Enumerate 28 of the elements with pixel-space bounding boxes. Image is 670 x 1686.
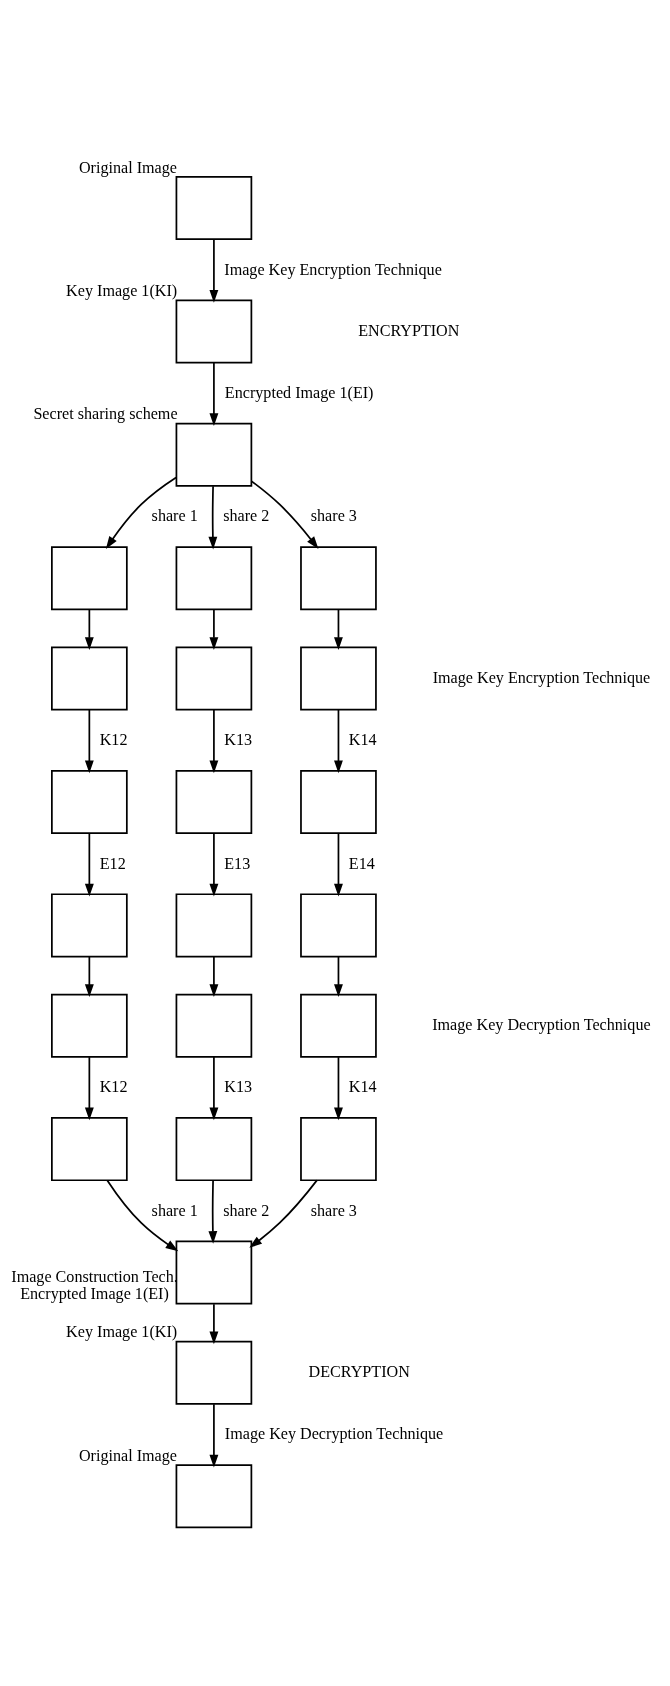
node-label: Key Image 1(KI) bbox=[66, 281, 178, 299]
edge-label: Encrypted Image 1(EI) bbox=[224, 383, 374, 401]
edge-label: K14 bbox=[348, 1077, 377, 1095]
edge-label: share 3 bbox=[310, 1201, 357, 1219]
edge-label: E14 bbox=[348, 854, 375, 872]
node-label: Key Image 1(KI) bbox=[66, 1322, 178, 1340]
node-label: Original Image bbox=[78, 1446, 178, 1464]
edge-label: share 1 bbox=[151, 506, 198, 524]
edge-label: E13 bbox=[224, 854, 251, 872]
node-label: Secret sharing scheme bbox=[33, 404, 178, 422]
edge-label: K13 bbox=[224, 1077, 253, 1095]
edge-label: share 3 bbox=[310, 506, 357, 524]
edge-label: share 2 bbox=[223, 1201, 270, 1219]
edge-label: Image Key Encryption Technique bbox=[224, 260, 442, 278]
edge-label: K12 bbox=[99, 1077, 128, 1095]
edge-label: E12 bbox=[99, 854, 126, 872]
edge-label: K12 bbox=[99, 730, 128, 748]
label: ENCRYPTION bbox=[358, 321, 460, 339]
edge-label: K13 bbox=[224, 730, 253, 748]
label: Image Key Decryption Technique bbox=[432, 1015, 651, 1033]
edge-label: share 1 bbox=[151, 1201, 198, 1219]
edge-label: K14 bbox=[348, 730, 377, 748]
node-label: Original Image bbox=[78, 158, 178, 176]
label: Image Key Encryption Technique bbox=[432, 668, 651, 686]
edge-label: Image Key Decryption Technique bbox=[224, 1424, 444, 1442]
label: DECRYPTION bbox=[308, 1362, 410, 1380]
node-label: Image Construction Tech. bbox=[11, 1267, 178, 1285]
edge-label: share 2 bbox=[223, 506, 270, 524]
